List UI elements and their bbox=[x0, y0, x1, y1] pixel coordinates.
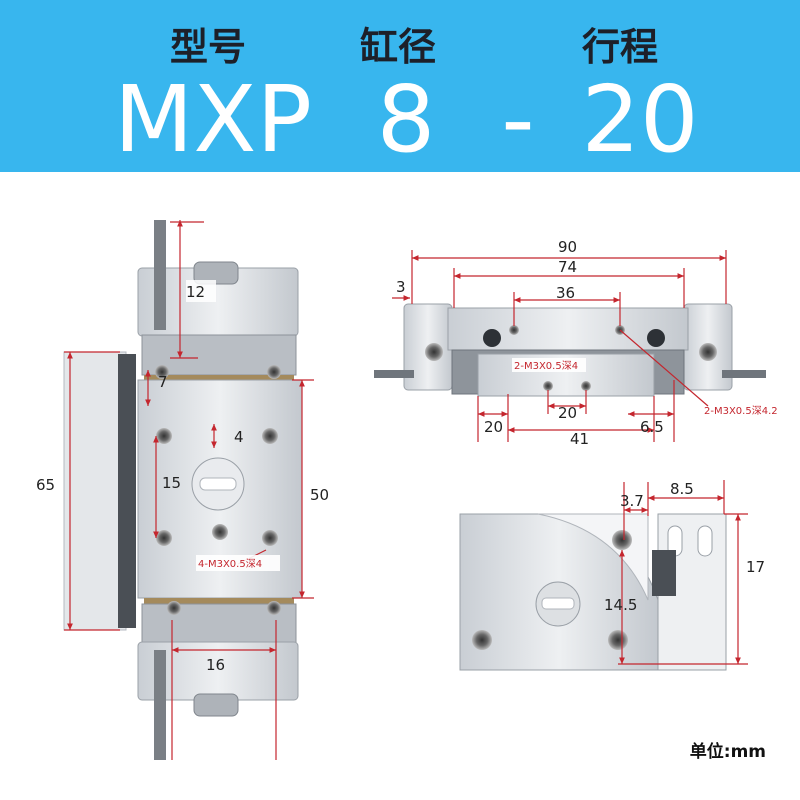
top-hole-1 bbox=[509, 325, 519, 335]
dim-17: 17 bbox=[746, 558, 765, 576]
center-hole bbox=[212, 524, 228, 540]
separator: - bbox=[501, 66, 535, 173]
dim-3: 3 bbox=[396, 278, 406, 296]
dim-36: 36 bbox=[556, 284, 575, 302]
dim-90: 90 bbox=[558, 238, 577, 256]
stroke-label: 行程 bbox=[581, 25, 658, 69]
bearing-hole-2 bbox=[267, 365, 281, 379]
bore-value: 8 bbox=[376, 66, 436, 173]
side-view: 3.7 8.5 17 14.5 bbox=[459, 480, 765, 671]
top-inner-note: 2-M3X0.5深4 bbox=[514, 360, 578, 372]
jaw-spring bbox=[652, 550, 676, 596]
front-thread-note: 4-M3X0.5深4 bbox=[198, 558, 262, 570]
mount-hole-4 bbox=[262, 530, 278, 546]
side-rail bbox=[118, 354, 136, 628]
dim-20-inner: 20 bbox=[558, 404, 577, 422]
side-plate bbox=[63, 351, 127, 631]
dim-14-5: 14.5 bbox=[604, 596, 637, 614]
dim-41: 41 bbox=[570, 430, 589, 448]
dim-7: 7 bbox=[158, 373, 168, 391]
front-view: 12 7 65 4 15 50 16 4-M3X0.5深4 bbox=[36, 220, 329, 760]
top-outer-note: 2-M3X0.5深4.2 bbox=[704, 405, 778, 417]
dim-4: 4 bbox=[234, 428, 244, 446]
side-hole-left bbox=[472, 630, 492, 650]
stroke-value: 20 bbox=[581, 66, 699, 173]
adjust-screw-bottom bbox=[154, 650, 166, 760]
top-view: 90 74 3 36 20 20 41 6.5 2-M3X0.5深4 2-M3X… bbox=[374, 238, 778, 448]
dim-15: 15 bbox=[162, 474, 181, 492]
bumper-left bbox=[483, 329, 501, 347]
table-hole-2 bbox=[581, 381, 591, 391]
leader-top-outer-note bbox=[619, 329, 709, 407]
dim-65: 65 bbox=[36, 476, 55, 494]
side-cap-slot bbox=[541, 597, 575, 610]
jaw-hole-left bbox=[425, 343, 443, 361]
mount-hole-3 bbox=[156, 530, 172, 546]
side-hole-right bbox=[608, 630, 628, 650]
center-cap-slot bbox=[199, 477, 237, 491]
dim-74: 74 bbox=[558, 258, 577, 276]
mount-hole-2 bbox=[262, 428, 278, 444]
model-value: MXP bbox=[114, 66, 312, 173]
jaw-slot-2 bbox=[697, 525, 713, 557]
dim-8-5: 8.5 bbox=[670, 480, 694, 498]
stopper-nut-bottom bbox=[193, 693, 239, 717]
dim-16: 16 bbox=[206, 656, 225, 674]
bearing-hole-1 bbox=[155, 365, 169, 379]
bore-label: 缸径 bbox=[359, 25, 436, 69]
lower-bearing-strip bbox=[144, 598, 294, 606]
screw-left bbox=[374, 370, 414, 378]
drawing-panel: 12 7 65 4 15 50 16 4-M3X0.5深4 bbox=[8, 180, 792, 792]
table-hole-1 bbox=[543, 381, 553, 391]
header-banner: 型号 缸径 行程 MXP 8 - 20 bbox=[0, 0, 800, 173]
dim-20-left: 20 bbox=[484, 418, 503, 436]
screw-right bbox=[722, 370, 766, 378]
technical-drawing: 12 7 65 4 15 50 16 4-M3X0.5深4 bbox=[36, 220, 778, 760]
bumper-right bbox=[647, 329, 665, 347]
adjust-screw-top bbox=[154, 220, 166, 330]
side-hole-top bbox=[612, 530, 632, 550]
mount-hole-1 bbox=[156, 428, 172, 444]
jaw-hole-right bbox=[699, 343, 717, 361]
upper-bearing-strip bbox=[144, 375, 294, 383]
bearing-hole-4 bbox=[267, 601, 281, 615]
dim-6-5: 6.5 bbox=[640, 418, 664, 436]
dim-50: 50 bbox=[310, 486, 329, 504]
model-label: 型号 bbox=[169, 25, 246, 69]
unit-label: 单位:mm bbox=[689, 742, 766, 762]
dim-12: 12 bbox=[186, 283, 205, 301]
bearing-hole-3 bbox=[167, 601, 181, 615]
dim-3-7: 3.7 bbox=[620, 492, 644, 510]
